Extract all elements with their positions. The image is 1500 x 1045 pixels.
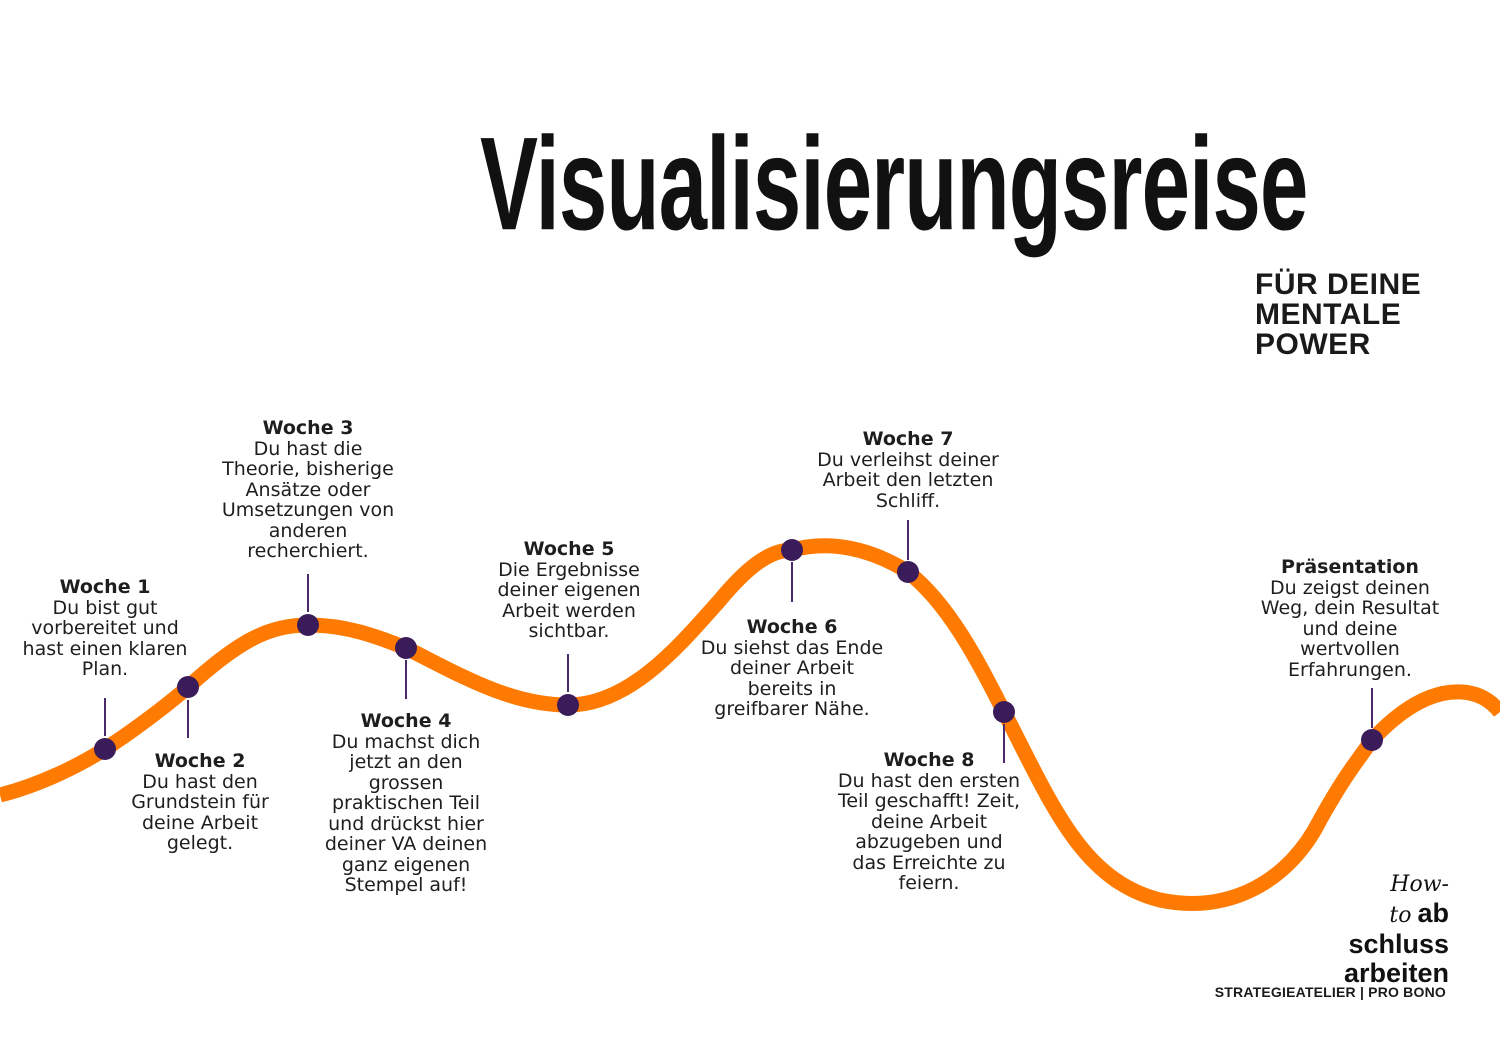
logo-ab: ab bbox=[1417, 898, 1449, 928]
milestone-label-woche-4: Woche 4 Du machst dich jetzt an den gros… bbox=[296, 711, 516, 896]
milestone-description: Du verleihst deiner Arbeit den letzten S… bbox=[817, 448, 999, 512]
milestone-week: Woche 1 bbox=[59, 576, 151, 598]
milestone-label-woche-3: Woche 3 Du hast die Theorie, bisherige A… bbox=[198, 418, 418, 562]
logo-line-2: schluss bbox=[1348, 929, 1449, 959]
milestone-week: Woche 4 bbox=[360, 710, 452, 732]
milestone-dot-woche-6 bbox=[781, 539, 803, 561]
subtitle-line-3: POWER bbox=[1255, 328, 1371, 361]
milestone-label-woche-2: Woche 2 Du hast den Grundstein für deine… bbox=[100, 751, 300, 854]
milestone-description: Du hast den ersten Teil geschafft! Zeit,… bbox=[837, 769, 1021, 894]
milestone-label-woche-8: Woche 8 Du hast den ersten Teil geschaff… bbox=[814, 750, 1044, 894]
milestone-description: Du hast den Grundstein für deine Arbeit … bbox=[131, 770, 269, 854]
milestone-label-woche-5: Woche 5 Die Ergebnisse deiner eigenen Ar… bbox=[459, 539, 679, 642]
subtitle: FÜR DEINE MENTALE POWER bbox=[1255, 270, 1421, 360]
milestone-description: Du machst dich jetzt an den grossen prak… bbox=[324, 730, 488, 896]
milestone-dot-woche-1 bbox=[94, 738, 116, 760]
milestone-description: Die Ergebnisse deiner eigenen Arbeit wer… bbox=[497, 558, 641, 642]
milestone-dot-woche-5 bbox=[557, 694, 579, 716]
subtitle-line-2: MENTALE bbox=[1255, 298, 1402, 331]
milestone-description: Du siehst das Ende deiner Arbeit bereits… bbox=[700, 636, 884, 720]
milestone-week: Woche 7 bbox=[862, 428, 954, 450]
milestone-dot-woche-2 bbox=[177, 676, 199, 698]
milestone-dot-praesentation bbox=[1361, 729, 1383, 751]
milestone-label-praesentation: Präsentation Du zeigst deinen Weg, dein … bbox=[1235, 557, 1465, 680]
milestone-dot-woche-8 bbox=[993, 701, 1015, 723]
milestone-dot-woche-4 bbox=[395, 637, 417, 659]
milestone-label-woche-6: Woche 6 Du siehst das Ende deiner Arbeit… bbox=[677, 617, 907, 720]
milestone-label-woche-7: Woche 7 Du verleihst deiner Arbeit den l… bbox=[793, 429, 1023, 511]
milestone-dot-woche-3 bbox=[297, 614, 319, 636]
milestone-week: Woche 2 bbox=[154, 750, 246, 772]
milestone-week: Woche 6 bbox=[746, 616, 838, 638]
milestone-week: Woche 8 bbox=[883, 749, 975, 771]
milestone-description: Du hast die Theorie, bisherige Ansätze o… bbox=[221, 437, 395, 562]
milestone-description: Du bist gut vorbereitet und hast einen k… bbox=[22, 596, 188, 680]
milestone-description: Du zeigst deinen Weg, dein Resultat und … bbox=[1260, 576, 1440, 681]
logo-howto: How-to bbox=[1389, 872, 1449, 928]
milestone-dot-woche-7 bbox=[897, 561, 919, 583]
milestone-week: Präsentation bbox=[1281, 556, 1419, 578]
milestone-week: Woche 5 bbox=[523, 538, 615, 560]
footer-credit: STRATEGIEATELIER | PRO BONO bbox=[1214, 984, 1446, 1000]
subtitle-line-1: FÜR DEINE bbox=[1255, 268, 1422, 301]
milestone-label-woche-1: Woche 1 Du bist gut vorbereitet und hast… bbox=[5, 577, 205, 680]
milestone-week: Woche 3 bbox=[262, 417, 354, 439]
logo-line-3: arbeiten bbox=[1343, 958, 1449, 988]
page-title: Visualisierungsreise bbox=[480, 110, 1308, 258]
